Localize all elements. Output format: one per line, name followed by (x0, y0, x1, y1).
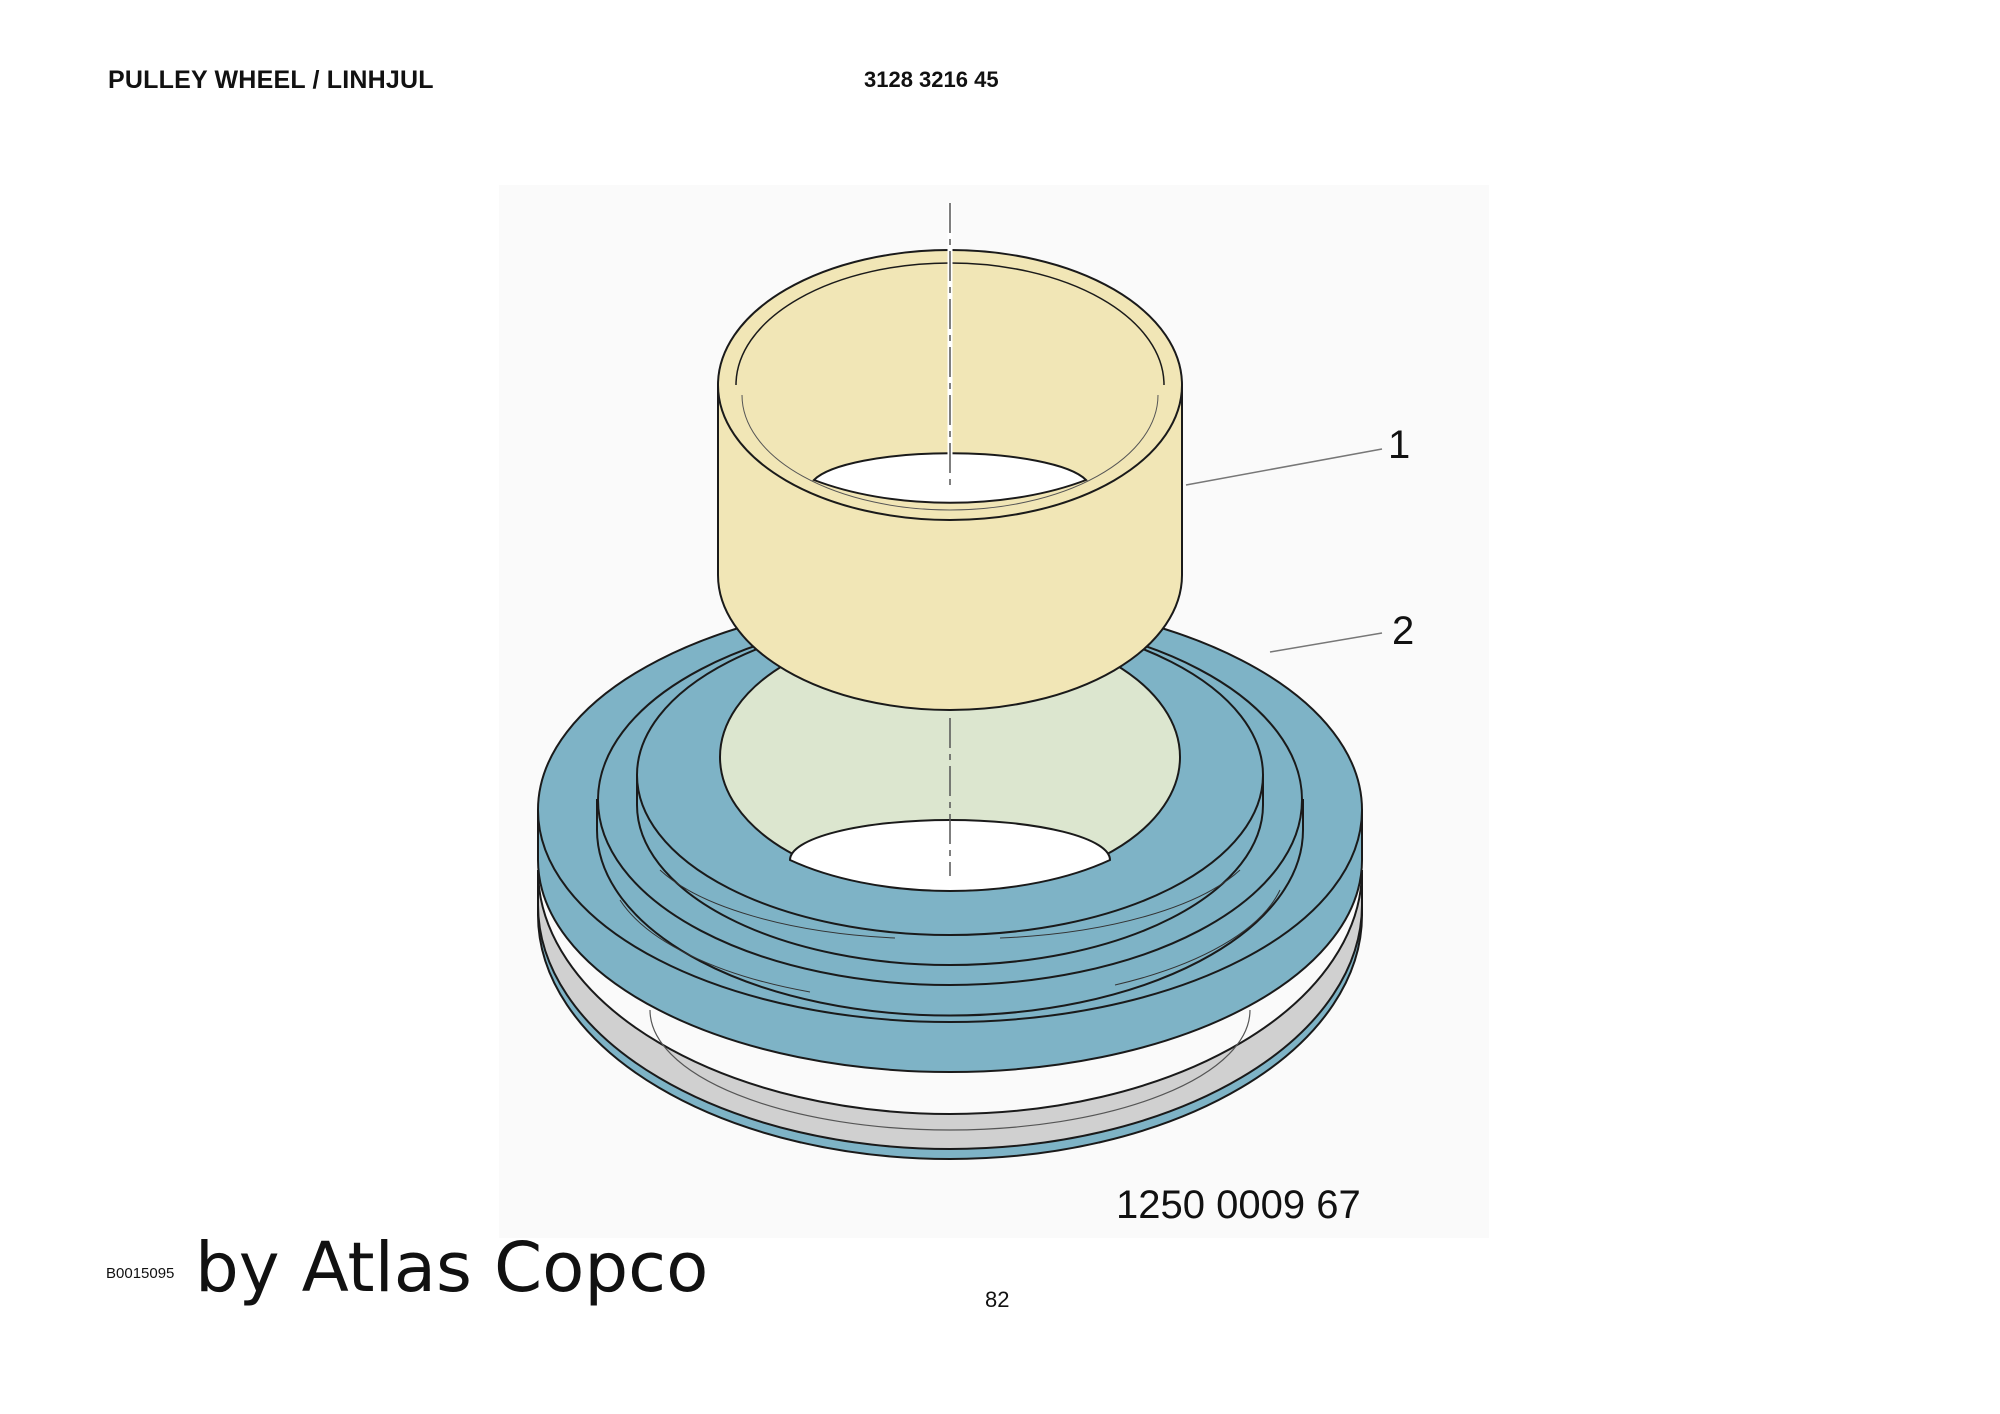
pulley-groove (537, 869, 1363, 1150)
document-number: 3128 3216 45 (864, 67, 999, 92)
image-code: B0015095 (106, 1265, 175, 1282)
part-label-1: 1 (1388, 423, 1410, 467)
leader-line-1 (1185, 448, 1383, 486)
leader-line-2 (1269, 632, 1383, 653)
brand-tagline: by Atlas Copco (195, 1228, 709, 1308)
exploded-view-drawing: 1 2 1250 0009 67 (499, 185, 1489, 1238)
part-label-2: 2 (1392, 609, 1414, 653)
assembly-number: 1250 0009 67 (1116, 1183, 1361, 1227)
page-number: 82 (985, 1287, 1010, 1312)
page-title: PULLEY WHEEL / LINHJUL (108, 66, 434, 94)
